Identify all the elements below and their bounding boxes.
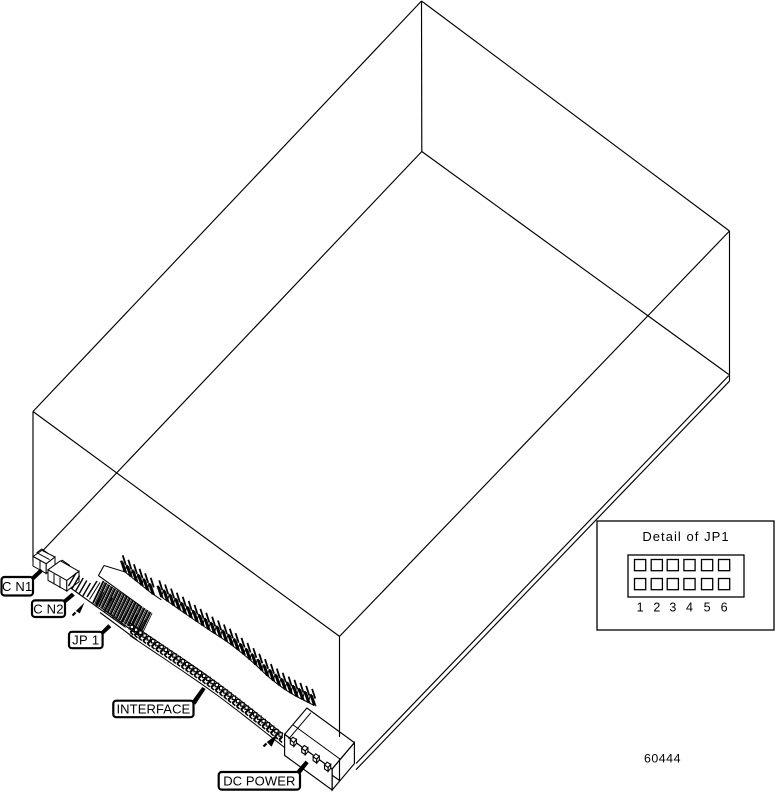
- svg-text:JP 1: JP 1: [72, 633, 99, 648]
- svg-text:6: 6: [721, 601, 728, 615]
- svg-text:C N1: C N1: [2, 579, 32, 594]
- svg-text:C N2: C N2: [33, 601, 63, 616]
- svg-text:3: 3: [669, 601, 676, 615]
- svg-text:INTERFACE: INTERFACE: [116, 702, 190, 717]
- svg-text:5: 5: [704, 601, 711, 615]
- svg-text:4: 4: [686, 601, 693, 615]
- svg-text:DC POWER: DC POWER: [223, 774, 295, 789]
- svg-text:Detail of JP1: Detail of JP1: [642, 529, 729, 544]
- svg-text:60444: 60444: [644, 752, 681, 766]
- svg-text:1: 1: [637, 601, 644, 615]
- svg-text:2: 2: [653, 601, 660, 615]
